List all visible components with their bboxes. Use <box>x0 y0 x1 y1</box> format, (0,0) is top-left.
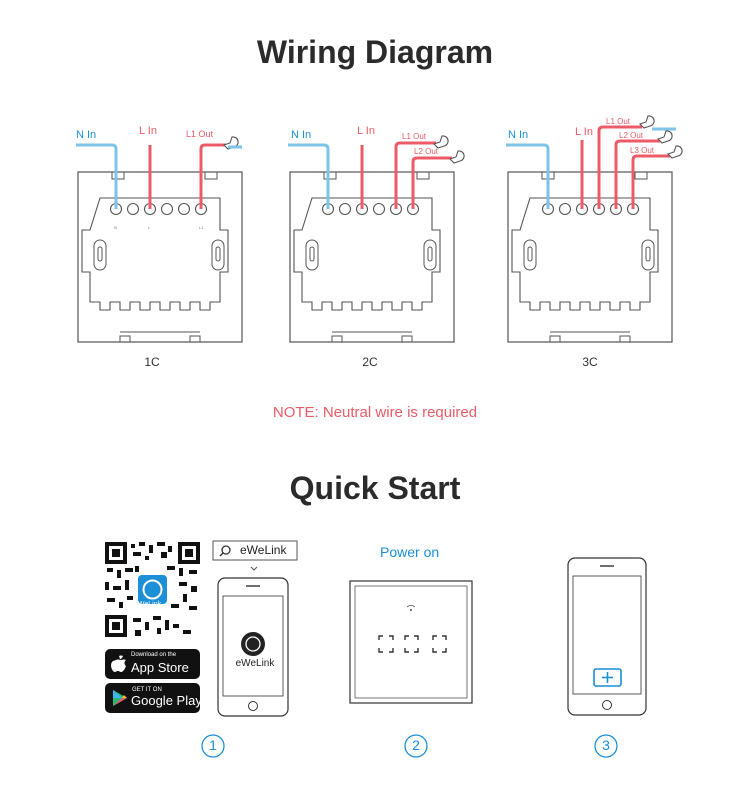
label-n-in-3c: N In <box>508 129 529 141</box>
step-2-number: 2 <box>412 737 420 753</box>
quick-start-graphics <box>105 540 647 758</box>
google-play-badge <box>105 683 200 713</box>
svg-text:L1: L1 <box>199 225 204 230</box>
wiring-panel-3c <box>506 115 683 343</box>
app-store-small: Download on the <box>131 652 177 658</box>
qr-code <box>105 542 200 637</box>
qr-logo-text: eWeLink <box>134 601 162 608</box>
power-on-label: Power on <box>380 544 440 560</box>
search-icon <box>221 545 231 555</box>
google-play-small: GET IT ON <box>132 687 162 693</box>
step-3-number: 3 <box>602 737 610 753</box>
svg-text:N: N <box>114 225 117 230</box>
app-store-badge <box>105 649 200 679</box>
label-l2-out-2c: L2 Out <box>414 147 439 156</box>
step-1-number: 1 <box>209 737 217 753</box>
bulb-icon <box>656 130 673 144</box>
label-l-in-1c: L In <box>139 125 157 137</box>
label-n-in-2c: N In <box>291 129 312 141</box>
label-l3-out-3c: L3 Out <box>630 146 655 155</box>
caption-1c: 1C <box>144 355 160 369</box>
label-n-in-1c: N In <box>76 129 97 141</box>
bulb-icon <box>666 145 683 159</box>
step-2-circle <box>404 734 428 758</box>
bulb-icon <box>638 115 655 129</box>
caption-3c: 3C <box>582 355 598 369</box>
bulb-icon <box>432 135 449 149</box>
label-l1-out-3c: L1 Out <box>606 117 631 126</box>
wiring-panel-2c <box>288 135 465 343</box>
label-l1-out-1c: L1 Out <box>186 129 214 139</box>
svg-text:L: L <box>148 225 151 230</box>
phone-1 <box>217 577 289 717</box>
caption-2c: 2C <box>362 355 378 369</box>
label-l2-out-3c: L2 Out <box>619 131 644 140</box>
smart-switch <box>349 580 473 704</box>
label-l-in-2c: L In <box>357 125 375 137</box>
bulb-icon <box>448 150 465 164</box>
label-l-in-3c: L In <box>575 126 593 138</box>
app-name-label: eWeLink <box>235 658 275 669</box>
phone-3 <box>567 557 647 716</box>
search-input-text[interactable]: eWeLink <box>240 543 287 557</box>
wiring-diagram: N L L1 <box>76 115 683 343</box>
wiring-diagram-title: Wiring Diagram <box>256 34 494 70</box>
label-l1-out-2c: L1 Out <box>402 132 427 141</box>
wiring-panel-1c: N L L1 <box>76 136 243 343</box>
app-store-label[interactable]: App Store <box>131 660 189 675</box>
step-1-circle <box>201 734 225 758</box>
neutral-wire-note: NOTE: Neutral wire is required <box>272 404 478 421</box>
google-play-label[interactable]: Google Play <box>131 693 202 708</box>
quick-start-title: Quick Start <box>289 470 461 506</box>
step-3-circle <box>594 734 618 758</box>
